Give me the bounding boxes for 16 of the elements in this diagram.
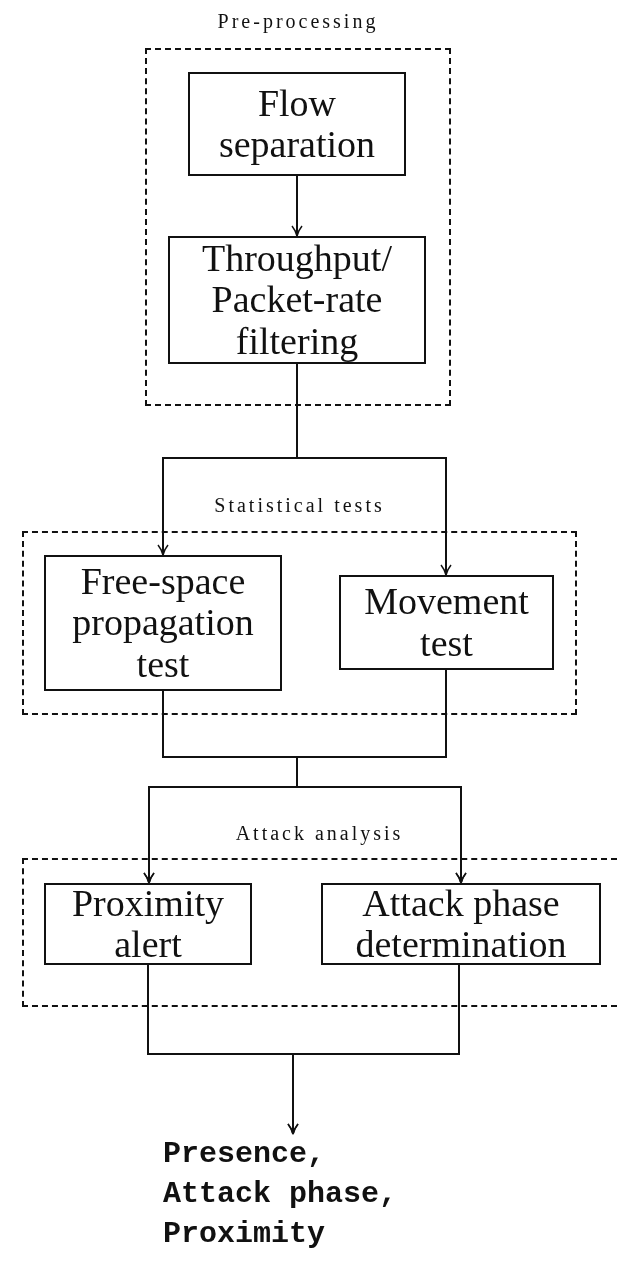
process-box [339, 575, 554, 670]
box-label: Free-space propagation test [71, 561, 255, 685]
output-text: Presence, Attack phase, Proximity [163, 1134, 423, 1254]
group-heading: Statistical tests [214, 493, 385, 518]
group-heading: Pre-processing [217, 9, 379, 34]
process-box [168, 236, 426, 364]
group-heading: Attack analysis [235, 821, 404, 846]
process-box [44, 555, 282, 691]
box-label: Proximity alert [71, 882, 225, 966]
box-label: Flow separation [217, 82, 377, 166]
process-box [321, 883, 601, 965]
box-label: Throughput/ Packet-rate filtering [201, 238, 393, 362]
box-label: Movement test [363, 581, 530, 664]
process-box [188, 72, 406, 176]
process-box [44, 883, 252, 965]
box-label: Attack phase determination [354, 882, 568, 966]
